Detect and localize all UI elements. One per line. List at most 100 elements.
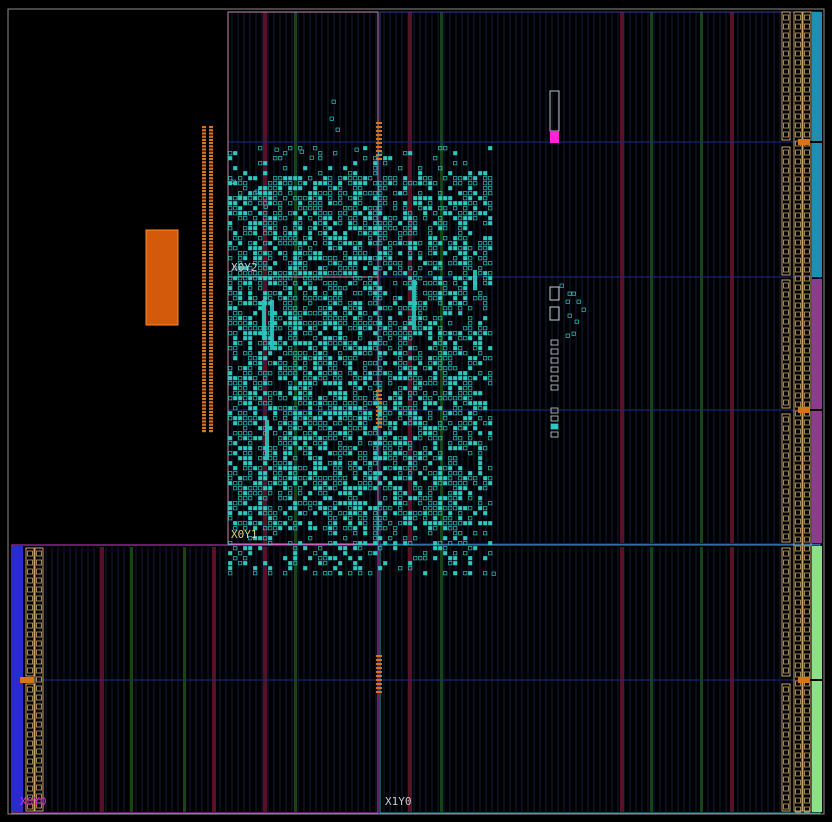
placed-cell [338,481,343,486]
placed-cell [483,241,488,246]
placed-cell [443,226,448,231]
placed-cell [293,406,298,411]
placed-cell [338,451,343,456]
placed-cell [298,491,303,496]
placed-cell [318,376,323,381]
placed-cell [418,266,423,271]
placed-cell [258,246,263,251]
placed-cell [298,201,303,206]
placed-cell [293,261,298,266]
placed-cell [298,181,303,186]
placed-cell [338,341,343,346]
io-site [795,32,801,39]
placed-cell [238,321,243,326]
placed-cell [278,346,283,351]
io-site [783,95,789,102]
placed-cell [323,446,328,451]
placed-cell [298,386,303,391]
placed-cell [283,571,288,576]
clock-spine [376,679,382,681]
placed-cell [258,146,263,151]
placed-cell [228,221,233,226]
placed-cell [368,236,373,241]
io-site [804,536,810,543]
placed-cell [403,361,408,366]
placed-cell [338,416,343,421]
placed-cell [328,201,333,206]
placed-cell [443,251,448,256]
placed-cell [228,151,233,156]
io-pad [209,129,213,132]
placed-cell [313,351,318,356]
placed-cell [313,186,318,191]
placed-cell [393,546,398,551]
placed-cell [328,571,333,576]
io-site [783,443,789,450]
placed-cell [328,236,333,241]
placed-cell [248,511,253,516]
placed-cell [433,241,438,246]
placed-cell [333,246,338,251]
placed-cell [248,496,253,501]
placed-cell [393,226,398,231]
io-site [783,176,789,183]
placed-cell [298,446,303,451]
placed-cell [278,206,283,211]
placed-cell [363,351,368,356]
io-site [36,676,42,683]
placed-cell [358,556,363,561]
placed-cell [243,181,248,186]
placed-cell [438,496,443,501]
placed-cell [273,211,278,216]
placed-cell [283,476,288,481]
placed-cell [308,506,313,511]
io-pad [209,170,213,173]
placed-cell [428,236,433,241]
placed-cell [373,301,378,306]
io-site [795,113,801,120]
placed-cell [398,191,403,196]
placed-cell [483,171,488,176]
placed-cell [453,491,458,496]
io-pad [202,225,206,228]
placed-cell [398,361,403,366]
placed-cell [403,441,408,446]
io-site [795,797,801,804]
placed-cell [323,336,328,341]
placed-cell [483,356,488,361]
placed-cell [463,381,468,386]
placed-cell [303,251,308,256]
placed-cell [428,451,433,456]
placed-cell [318,486,323,491]
placed-cell [378,341,383,346]
placed-cell [453,486,458,491]
io-site [804,383,810,390]
placed-cell [283,421,288,426]
placed-cell [308,501,313,506]
placed-cell [288,426,293,431]
io-pad [202,151,206,154]
placed-cell [288,441,293,446]
placed-cell [243,446,248,451]
placed-cell [343,491,348,496]
placed-cell [393,296,398,301]
io-pad [202,388,206,391]
placed-cell [413,421,418,426]
placed-cell [468,376,473,381]
placed-cell [458,516,463,521]
placed-cell [323,231,328,236]
placed-cell [418,301,423,306]
io-pad [202,260,206,263]
io-site [783,577,789,584]
placed-cell [403,271,408,276]
placed-cell [433,236,438,241]
placed-cell [433,516,438,521]
placed-cell [403,491,408,496]
placed-cell [278,211,283,216]
placed-cell [383,156,388,161]
placed-cell [388,466,393,471]
io-pad [209,180,213,183]
io-pad [209,234,213,237]
